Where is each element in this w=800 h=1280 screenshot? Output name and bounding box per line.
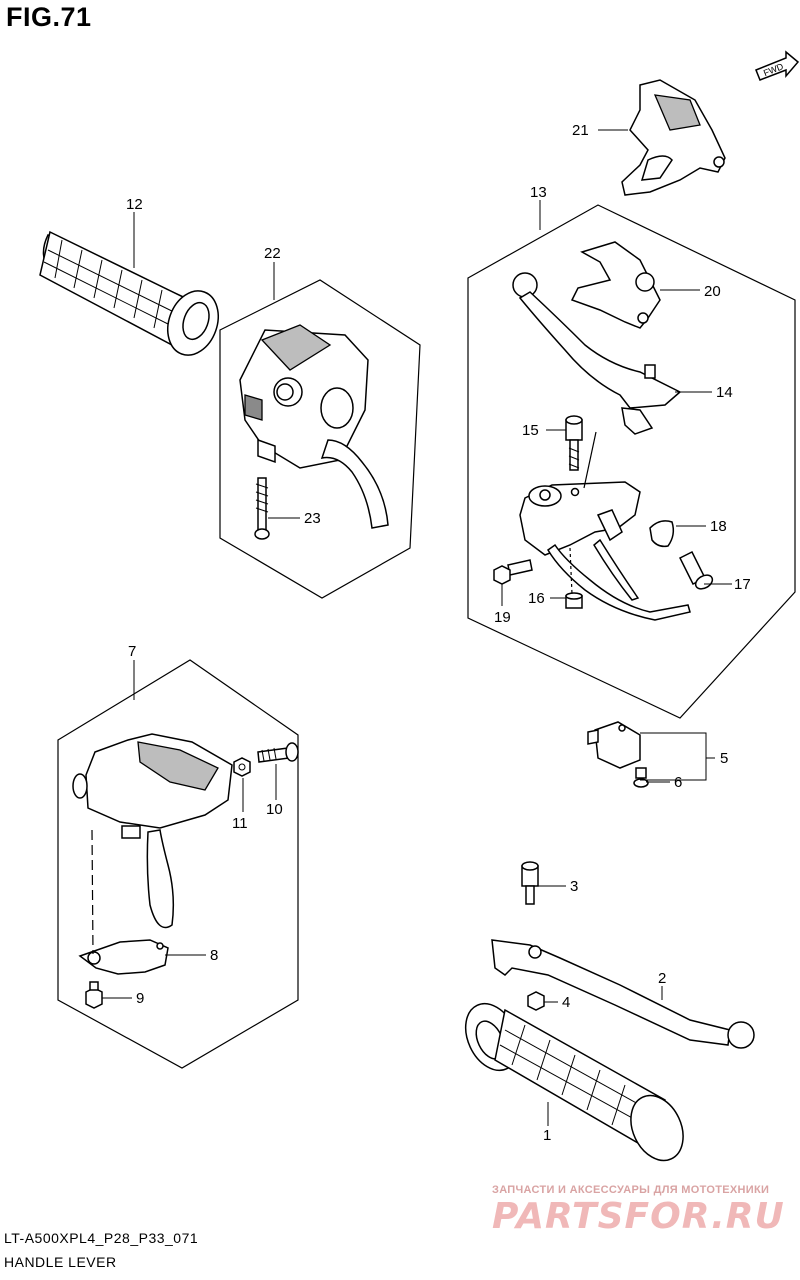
callout-3: 3 xyxy=(570,878,578,895)
leader-lines xyxy=(102,129,732,1126)
part-22-handlebar-switch xyxy=(239,324,389,529)
callout-16: 16 xyxy=(528,590,545,607)
part-1-handlebar-grip xyxy=(464,1002,684,1162)
callout-2: 2 xyxy=(658,970,666,987)
part-10-screw xyxy=(257,742,299,763)
part-16-nut xyxy=(565,592,583,609)
part-21-lever-cover xyxy=(621,79,726,196)
callout-19: 19 xyxy=(494,609,511,626)
part-master-cylinder-body xyxy=(519,481,691,621)
callout-14: 14 xyxy=(716,384,733,401)
callout-22: 22 xyxy=(264,245,281,262)
part-2-lever xyxy=(491,939,755,1049)
assembly-frame-7 xyxy=(57,659,299,1069)
callout-17: 17 xyxy=(734,576,751,593)
diagram-code: LT-A500XPL4_P28_P33_071 xyxy=(4,1230,199,1246)
part-5-brake-switch xyxy=(587,721,641,769)
callout-1: 1 xyxy=(543,1127,551,1144)
assembly-frame-22 xyxy=(219,279,421,599)
callout-7: 7 xyxy=(128,643,136,660)
callout-10: 10 xyxy=(266,801,283,818)
callout-9: 9 xyxy=(136,990,144,1007)
callout-8: 8 xyxy=(210,947,218,964)
part-23-screw xyxy=(254,477,270,540)
part-3-pivot-bolt xyxy=(521,861,539,905)
part-6-screw xyxy=(633,767,649,788)
part-20-cover-plate xyxy=(570,241,661,329)
part-18-sensor-clip xyxy=(649,520,675,548)
part-19-bolt xyxy=(493,559,533,585)
callout-11: 11 xyxy=(232,815,248,832)
part-15-pivot-bolt xyxy=(565,415,583,471)
callout-13: 13 xyxy=(530,184,547,201)
part-8-cover-plate xyxy=(78,939,169,975)
part-7-throttle-housing xyxy=(72,733,233,929)
part-4-nut xyxy=(527,991,545,1011)
assembly-frame-13 xyxy=(467,204,796,719)
callout-5: 5 xyxy=(720,750,728,767)
part-14-brake-lever xyxy=(512,272,682,435)
watermark-logo: PARTSFOR.RU xyxy=(492,1196,785,1237)
part-17-screw xyxy=(678,550,714,590)
fwd-label: FWD xyxy=(762,61,785,78)
callout-4: 4 xyxy=(562,994,570,1011)
callout-21: 21 xyxy=(572,122,589,139)
fwd-arrow-icon: FWD xyxy=(755,50,800,81)
callout-20: 20 xyxy=(704,283,721,300)
part-12-handlebar-grip xyxy=(39,230,219,356)
callout-12: 12 xyxy=(126,196,143,213)
callout-6: 6 xyxy=(674,774,682,791)
part-9-screw xyxy=(85,981,103,1009)
callout-15: 15 xyxy=(522,422,539,439)
callout-23: 23 xyxy=(304,510,321,527)
callout-18: 18 xyxy=(710,518,727,535)
diagram-name: HANDLE LEVER xyxy=(4,1254,117,1270)
watermark-tagline: ЗАПЧАСТИ И АКСЕССУАРЫ ДЛЯ МОТОТЕХНИКИ xyxy=(492,1184,770,1196)
part-11-nut xyxy=(233,757,251,777)
figure-title: FIG.71 xyxy=(6,2,92,32)
